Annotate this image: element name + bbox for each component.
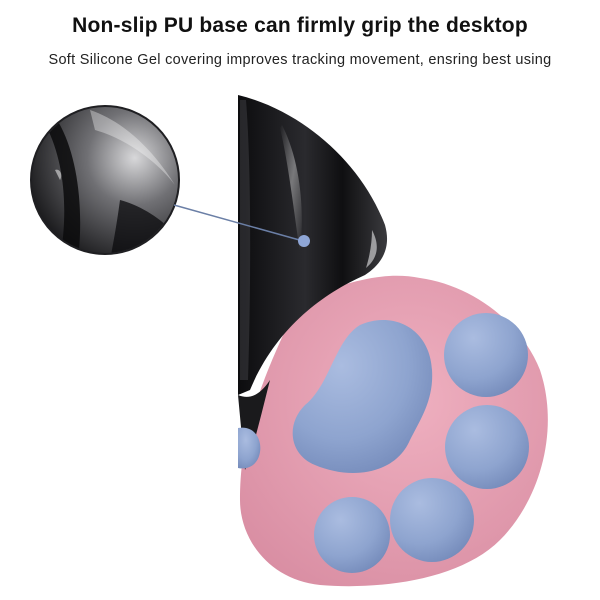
callout-line bbox=[173, 204, 304, 242]
toe-bean-partial bbox=[238, 427, 261, 469]
magnifier-circle bbox=[30, 105, 180, 255]
subheadline: Soft Silicone Gel covering improves trac… bbox=[48, 52, 552, 68]
callout-dot bbox=[298, 235, 310, 247]
toe-bean-2 bbox=[445, 405, 529, 489]
toe-bean-4 bbox=[314, 497, 390, 573]
black-base bbox=[238, 95, 388, 395]
main-paw-pad bbox=[292, 320, 433, 473]
headline: Non-slip PU base can firmly grip the des… bbox=[72, 14, 528, 37]
toe-bean-3 bbox=[390, 478, 474, 562]
toe-bean-1 bbox=[444, 313, 528, 397]
